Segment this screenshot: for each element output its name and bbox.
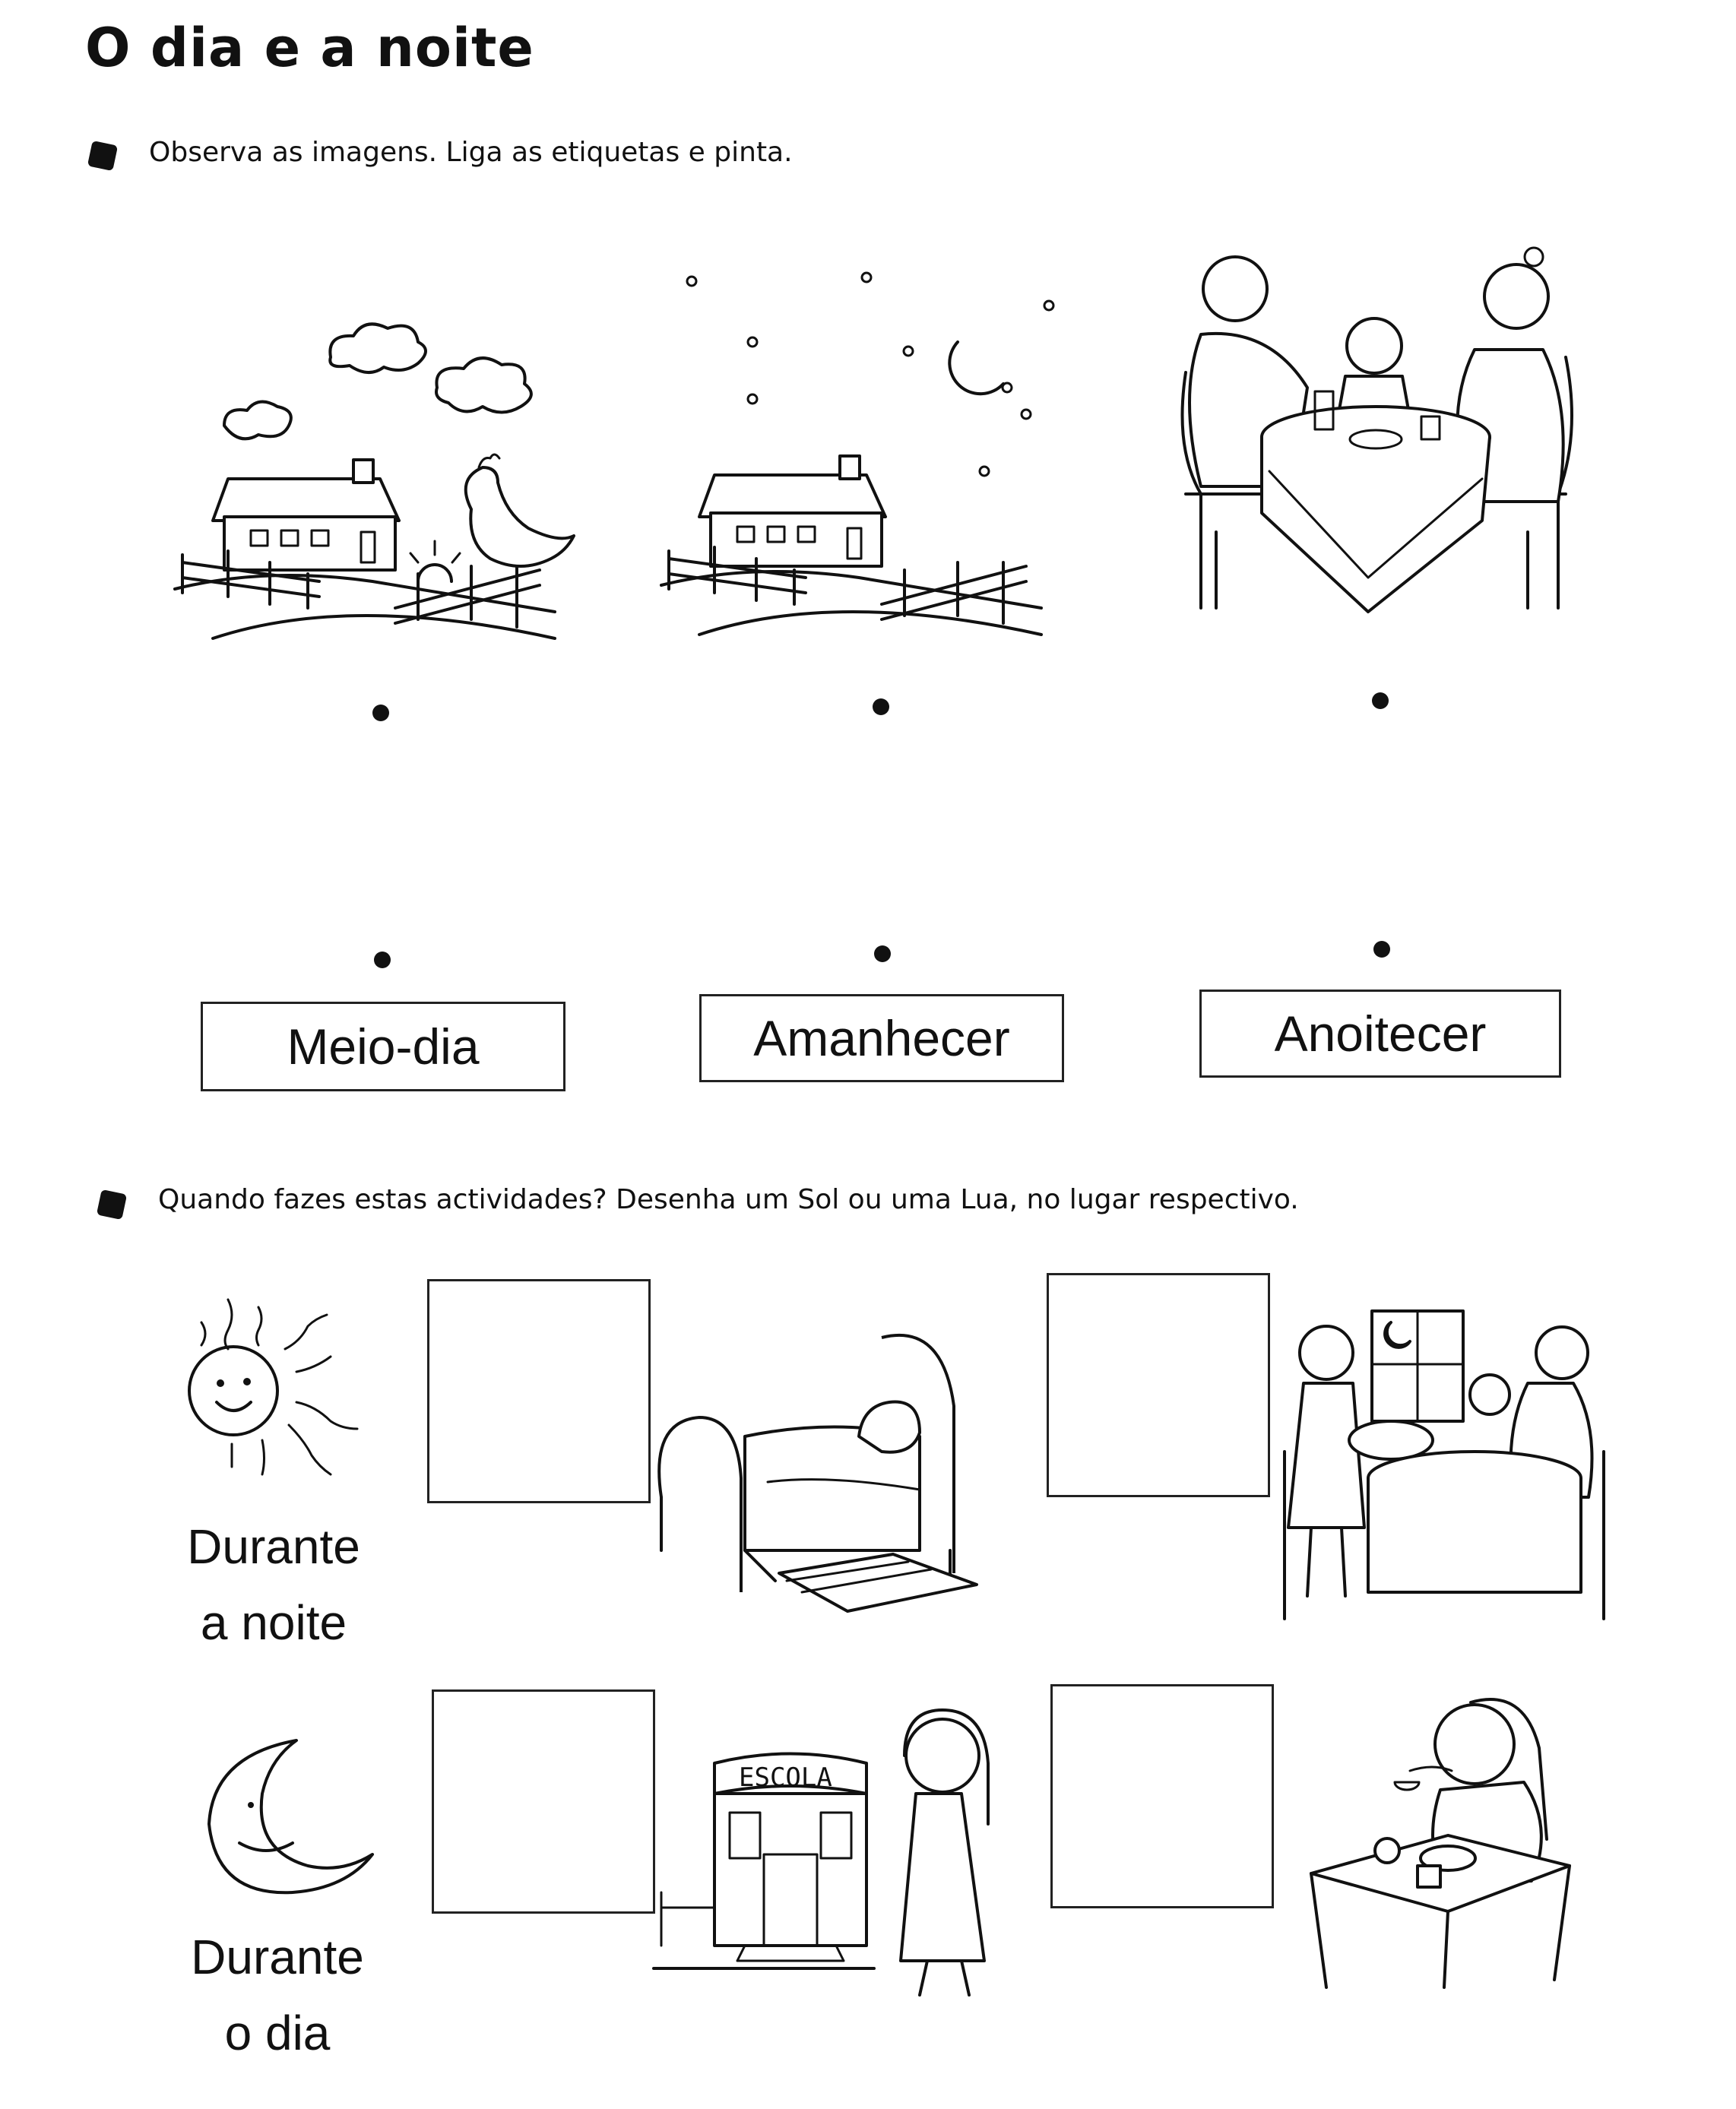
page-title: O dia e a noite xyxy=(85,17,534,79)
moon-stars-icon xyxy=(660,271,1055,636)
connector-dot[interactable] xyxy=(1373,941,1390,958)
school-child-icon: ESCOLA xyxy=(652,1708,990,1997)
girl-eating-icon xyxy=(1310,1698,1571,1989)
legend-line1: Durante xyxy=(187,1519,360,1574)
instruction-2: Quando fazes estas actividades? Desenha … xyxy=(158,1184,1299,1215)
legend-line2: o dia xyxy=(224,2006,331,2060)
answer-box[interactable] xyxy=(1050,1684,1274,1908)
bed-sleeping-icon xyxy=(657,1333,978,1613)
family-dinner-window-icon xyxy=(1283,1309,1605,1620)
moon-icon xyxy=(207,1739,374,1895)
label-amanhecer[interactable]: Amanhecer xyxy=(699,994,1064,1082)
answer-box[interactable] xyxy=(427,1279,651,1503)
instruction-1: Observa as imagens. Liga as etiquetas e … xyxy=(149,137,793,168)
connector-dot[interactable] xyxy=(874,945,891,962)
connector-dot[interactable] xyxy=(374,952,391,968)
answer-box[interactable] xyxy=(1047,1273,1270,1497)
rooster-sunrise-icon xyxy=(173,322,575,640)
label-meio-dia[interactable]: Meio-dia xyxy=(201,1002,565,1091)
school-sign: ESCOLA xyxy=(739,1762,832,1793)
legend-caption-moon: Durante o dia xyxy=(152,1919,403,2071)
connector-dot[interactable] xyxy=(1372,692,1389,709)
label-anoitecer[interactable]: Anoitecer xyxy=(1199,990,1561,1078)
legend-line1: Durante xyxy=(191,1930,364,1984)
family-table-icon xyxy=(1180,246,1573,613)
bullet-icon xyxy=(96,1189,128,1221)
legend-caption-sun: Durante a noite xyxy=(152,1509,395,1661)
sun-icon xyxy=(188,1298,359,1476)
answer-box[interactable] xyxy=(432,1689,655,1914)
legend-line2: a noite xyxy=(200,1595,347,1650)
bullet-icon xyxy=(87,140,119,172)
connector-dot[interactable] xyxy=(873,698,889,715)
connector-dot[interactable] xyxy=(372,705,389,721)
